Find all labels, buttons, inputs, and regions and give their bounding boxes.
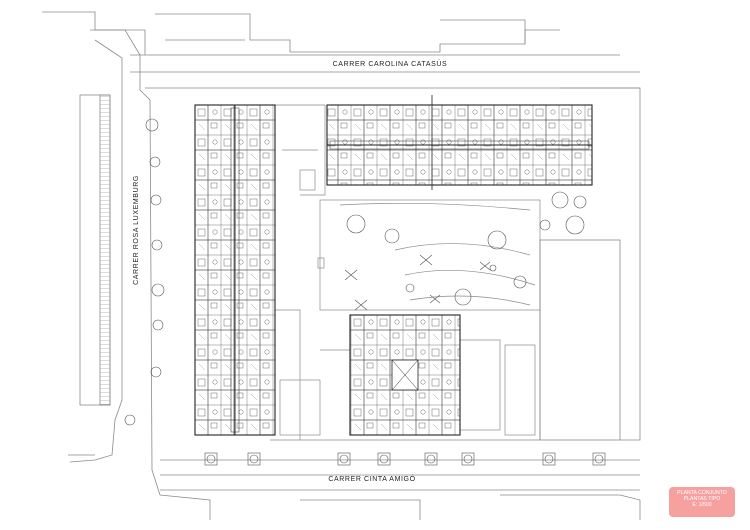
south-street <box>159 459 641 520</box>
street-label-north: CARRER CAROLINA CATASÚS <box>333 59 448 68</box>
stamp-line-subtitle: PLANTAS TIPO <box>683 496 721 503</box>
north-neighbour-buildings <box>42 11 560 55</box>
building-west-block <box>194 104 276 436</box>
stamp-line-title: PLANTA CONJUNTO <box>677 490 727 496</box>
south-street-trees <box>204 452 606 466</box>
building-north-block <box>326 95 593 190</box>
street-label-west: CARRER ROSA LUXEMBURG <box>133 175 140 285</box>
courtyard-trees <box>344 191 587 311</box>
west-street-trees <box>124 118 165 426</box>
north-street <box>130 54 640 89</box>
west-street <box>68 29 161 496</box>
stamp-line-scale: E: 1/500 <box>692 502 712 509</box>
site-walkways <box>270 104 540 441</box>
building-central-block <box>349 314 461 436</box>
drawing-title-stamp: PLANTA CONJUNTO PLANTAS TIPO E: 1/500 <box>669 487 735 517</box>
street-label-south: CARRER CINTA AMIGÓ <box>328 474 415 483</box>
courtyard <box>299 169 541 311</box>
